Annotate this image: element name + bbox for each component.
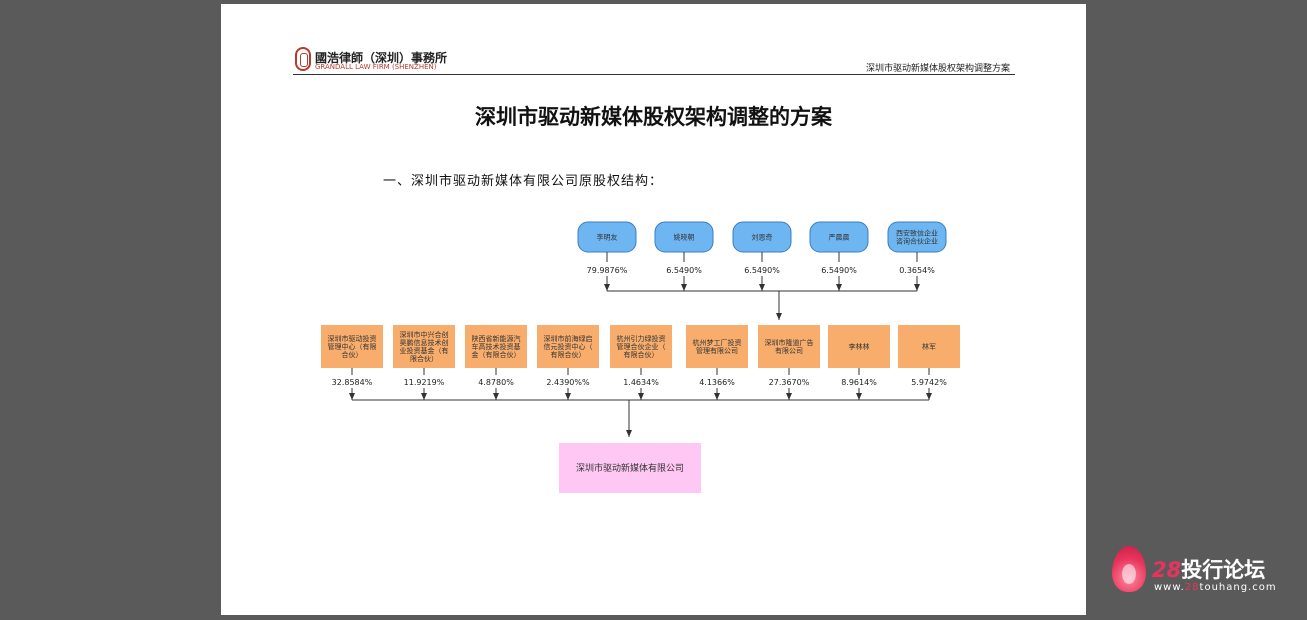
arrow-icon	[421, 393, 427, 400]
mid-holder-node	[465, 325, 527, 368]
mid-holder-node	[898, 325, 960, 368]
top-holder-pct: 79.9876%	[587, 266, 628, 275]
firm-name-en: GRANDALL LAW FIRM (SHENZHEN)	[315, 63, 437, 71]
mid-holder-node	[758, 325, 820, 368]
watermark-number: 28	[1152, 558, 1182, 582]
top-holder-name: 姚晓朝	[674, 233, 695, 242]
mid-holder-node	[393, 325, 455, 368]
watermark-title: 28投行论坛	[1152, 554, 1265, 584]
mid-holder-pct: 5.9742%	[911, 378, 947, 387]
arrow-icon	[856, 393, 862, 400]
arrow-icon	[759, 284, 765, 291]
arrow-icon	[836, 284, 842, 291]
mid-holder-pct: 27.3670%	[769, 378, 810, 387]
target-company-node	[559, 443, 701, 493]
arrow-icon	[638, 393, 644, 400]
mid-holder-node	[686, 325, 748, 368]
arrow-icon	[914, 284, 920, 291]
top-holder-name: 李明友	[597, 233, 618, 242]
firm-logo: 國浩律師（深圳）事務所 GRANDALL LAW FIRM (SHENZHEN)	[295, 47, 455, 73]
document-page: 國浩律師（深圳）事務所 GRANDALL LAW FIRM (SHENZHEN)…	[221, 4, 1086, 615]
top-holder-name: 西安致信企业咨询合伙企业	[896, 229, 938, 246]
mid-holder-pct: 4.8780%	[478, 378, 514, 387]
top-holder-name: 刘恩奇	[752, 233, 773, 242]
mid-holder-pct: 4.1366%	[699, 378, 735, 387]
mid-holder-pct: 32.8584%	[332, 378, 373, 387]
site-watermark: 28投行论坛 www.28touhang.com	[1112, 544, 1292, 596]
mid-holder-pct: 1.4634%	[623, 378, 659, 387]
mid-holder-name: 林军	[922, 342, 936, 351]
mid-holder-node	[537, 325, 599, 368]
flame-logo-icon	[1112, 546, 1146, 592]
target-company-name: 深圳市驱动新媒体有限公司	[576, 462, 684, 474]
top-holder-pct: 6.5490%	[744, 266, 780, 275]
arrow-icon	[926, 393, 932, 400]
mid-holder-name: 深圳市隆道广告有限公司	[765, 338, 814, 355]
top-holder-pct: 6.5490%	[666, 266, 702, 275]
top-holder-pct: 0.3654%	[899, 266, 935, 275]
watermark-url: www.28touhang.com	[1154, 582, 1277, 593]
arrow-icon	[349, 393, 355, 400]
arrow-icon	[776, 313, 782, 320]
arrow-icon	[714, 393, 720, 400]
header-rule	[293, 74, 1015, 75]
mid-holder-pct: 2.4390%%	[546, 378, 590, 387]
arrow-icon	[681, 284, 687, 291]
mid-holder-name: 深圳市驱动投资管理中心（有限合伙）	[328, 334, 377, 359]
seal-icon	[295, 47, 311, 71]
mid-holder-node	[610, 325, 672, 368]
arrow-icon	[786, 393, 792, 400]
mid-holder-node	[321, 325, 383, 368]
header-doc-title: 深圳市驱动新媒体股权架构调整方案	[865, 64, 1010, 74]
firm-name-cn: 國浩律師（深圳）事務所	[315, 51, 448, 65]
page-title: 深圳市驱动新媒体股权架构调整的方案	[475, 105, 832, 129]
arrow-icon	[626, 430, 632, 437]
mid-holder-name: 深圳市前海绿启信元投资中心（有限合伙）	[544, 334, 593, 359]
mid-holder-pct: 8.9614%	[841, 378, 877, 387]
watermark-site-name: 投行论坛	[1181, 558, 1266, 582]
top-holder-name: 严晨晨	[829, 234, 850, 242]
top-holder-pct: 6.5490%	[821, 266, 857, 275]
section-heading: 一、深圳市驱动新媒体有限公司原股权结构：	[383, 174, 664, 189]
mid-holder-pct: 11.9219%	[404, 378, 445, 387]
arrow-icon	[493, 393, 499, 400]
mid-holder-name: 李林林	[849, 342, 870, 351]
mid-holder-name: 深圳市中兴合创昊鹏信息技术创业投资基金（有限合伙）	[400, 330, 449, 363]
arrow-icon	[604, 284, 610, 291]
arrow-icon	[565, 393, 571, 400]
mid-holder-name: 陕西省新能源汽车高技术投资基金（有限合伙）	[472, 334, 521, 359]
mid-holder-name: 杭州梦工厂投资管理有限公司	[693, 338, 742, 355]
mid-holder-name: 杭州引力绿投资管理合伙企业（有限合伙）	[617, 334, 666, 359]
mid-holder-node	[828, 325, 890, 368]
